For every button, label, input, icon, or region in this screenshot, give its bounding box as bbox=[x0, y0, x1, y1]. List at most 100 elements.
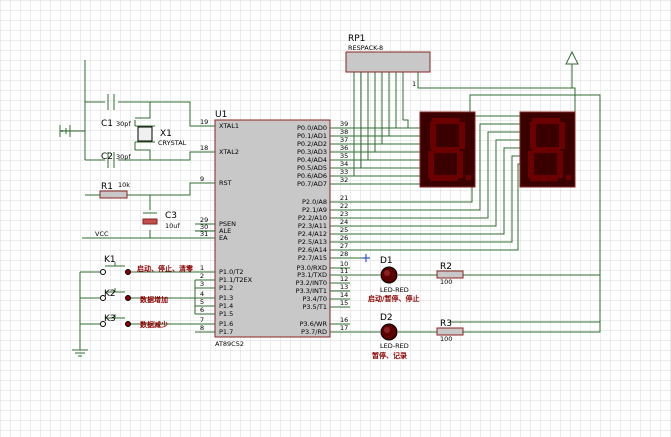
pin-name: P1.4 bbox=[219, 302, 233, 310]
pin-name: P0.5/AD5 bbox=[297, 164, 327, 172]
pin-number: 9 bbox=[200, 175, 204, 183]
d2-caption: 暂停、记录 bbox=[372, 351, 407, 360]
pin-name: P2.2/A10 bbox=[298, 214, 327, 222]
pin-name: P0.6/AD6 bbox=[297, 172, 327, 180]
resistor-r3: R3 100 bbox=[436, 319, 464, 343]
clock-reset-wiring bbox=[60, 60, 215, 239]
pin-number: 8 bbox=[200, 324, 204, 332]
pin-number: 19 bbox=[200, 118, 208, 126]
c3-value-label: 10uf bbox=[165, 222, 180, 230]
pin-name: P1.7 bbox=[219, 328, 233, 336]
pin-number: 22 bbox=[340, 202, 348, 210]
switch-k3[interactable]: K3 数据减少 bbox=[80, 314, 215, 329]
r3-value-label: 100 bbox=[440, 335, 452, 343]
c1-ref-label: C1 bbox=[101, 119, 113, 129]
pin-number: 29 bbox=[200, 216, 208, 224]
pin-name: P3.0/RXD bbox=[297, 264, 327, 272]
pin-name: XTAL2 bbox=[219, 148, 239, 156]
capacitor-c1: C1 30pf bbox=[101, 94, 131, 129]
pin-name: P3.4/T0 bbox=[302, 295, 327, 303]
resistor-r2: R2 100 bbox=[436, 262, 464, 286]
probe-star-icon bbox=[362, 254, 370, 262]
pin-number: 24 bbox=[340, 218, 348, 226]
led-d1: D1 LED-RED 启动/暂停、停止 bbox=[368, 256, 420, 303]
k2-caption: 数据增加 bbox=[140, 295, 168, 304]
pin-name: P2.6/A14 bbox=[298, 246, 327, 254]
d2-ref-label: D2 bbox=[380, 313, 393, 323]
c2-value-label: 30pf bbox=[116, 153, 131, 161]
seven-segment-display-2 bbox=[519, 111, 576, 188]
rp1-ref-label: RP1 bbox=[348, 34, 365, 44]
pin-number: 11 bbox=[340, 267, 348, 275]
c2-ref-label: C2 bbox=[101, 152, 113, 162]
vcc-label: VCC bbox=[95, 230, 109, 238]
capacitor-c2: C2 30pf bbox=[101, 152, 131, 168]
pin-number: 25 bbox=[340, 226, 348, 234]
pin-name: P3.1/TXD bbox=[297, 271, 327, 279]
pin-number: 13 bbox=[340, 283, 348, 291]
pin-number: 4 bbox=[200, 290, 204, 298]
x1-ref-label: X1 bbox=[160, 129, 172, 139]
d1-caption: 启动/暂停、停止 bbox=[368, 294, 420, 303]
pin-number: 6 bbox=[200, 306, 204, 314]
k1-ref-label: K1 bbox=[104, 255, 116, 265]
pin-number: 26 bbox=[340, 234, 348, 242]
vcc-power: VCC bbox=[95, 230, 109, 238]
pin-name: P0.1/AD1 bbox=[297, 132, 327, 140]
ground-icon bbox=[59, 125, 88, 357]
pin-number: 2 bbox=[200, 272, 204, 280]
pin-number: 18 bbox=[200, 144, 208, 152]
switch-k1[interactable]: K1 启动、停止、清零 bbox=[79, 255, 215, 342]
u1-part-label: AT89C52 bbox=[215, 340, 244, 348]
pin-name: P0.7/AD7 bbox=[297, 180, 327, 188]
pin-name: P2.5/A13 bbox=[298, 238, 327, 246]
pin-number: 33 bbox=[340, 168, 348, 176]
led-d2: D2 LED-RED 暂停、记录 bbox=[372, 313, 409, 360]
switch-k2[interactable]: K2 数据增加 bbox=[80, 288, 215, 304]
capacitor-c3: C3 10uf bbox=[142, 211, 180, 230]
seven-segment-display-1 bbox=[419, 111, 476, 188]
pin-number: 12 bbox=[340, 275, 348, 283]
pin-number: 32 bbox=[340, 176, 348, 184]
pin-name: P1.2 bbox=[219, 284, 233, 292]
p3-wiring bbox=[350, 257, 601, 333]
pin-number: 15 bbox=[340, 299, 348, 307]
pin-name: P3.7/RD bbox=[301, 328, 327, 336]
power-arrow-icon bbox=[565, 50, 579, 88]
pin-name: P1.3 bbox=[219, 294, 233, 302]
r3-ref-label: R3 bbox=[440, 319, 452, 329]
pin-name: PSEN bbox=[219, 220, 236, 228]
rp1-body bbox=[345, 51, 431, 73]
crystal-x1: X1 CRYSTAL bbox=[135, 125, 187, 147]
u1-ref-label: U1 bbox=[215, 110, 227, 120]
pin-name: P0.2/AD2 bbox=[297, 140, 327, 148]
pin-name: P2.0/A8 bbox=[302, 198, 327, 206]
x1-part-label: CRYSTAL bbox=[158, 139, 187, 147]
pin-name: P1.1/T2EX bbox=[219, 276, 253, 284]
pin-name: P2.7/A15 bbox=[298, 254, 327, 262]
pin-number: 38 bbox=[340, 128, 348, 136]
pin-name: P0.3/AD3 bbox=[297, 148, 327, 156]
p0-bus-wires bbox=[350, 119, 420, 185]
rp1-pin1-label: 1 bbox=[412, 80, 416, 88]
pin-number: 5 bbox=[200, 298, 204, 306]
pin-name: P3.2/INT0 bbox=[296, 279, 327, 287]
c3-ref-label: C3 bbox=[165, 211, 177, 221]
pin-number: 30 bbox=[200, 223, 208, 231]
pin-name: XTAL1 bbox=[219, 122, 239, 130]
